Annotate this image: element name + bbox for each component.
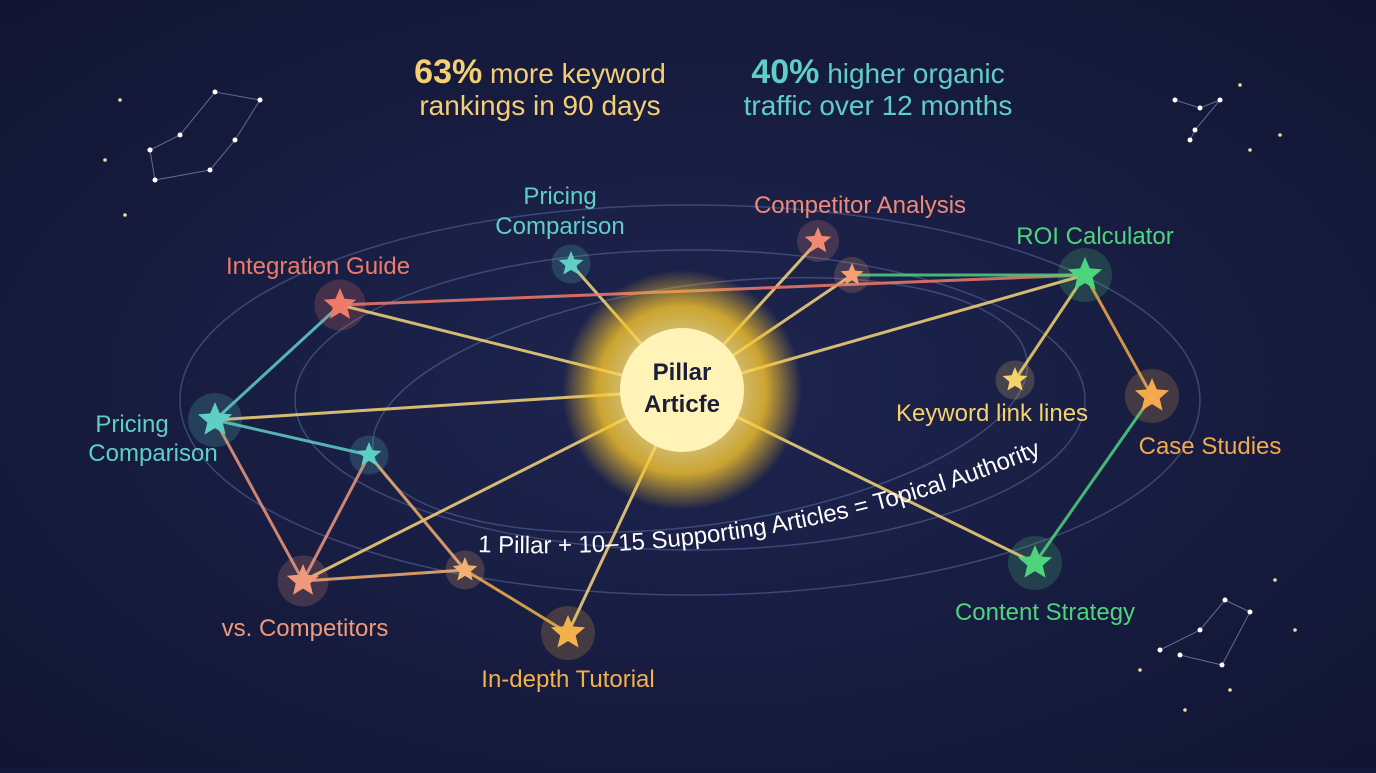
- star-node-content: [1017, 545, 1053, 578]
- link-line-small_teal-small_or: [367, 454, 467, 571]
- link-line-small_or-tutorial: [464, 568, 569, 635]
- star-dot-icon: [1248, 148, 1252, 152]
- star-node-small_teal: [356, 442, 382, 466]
- star-dot-icon: [118, 98, 122, 102]
- star-node-case: [1134, 378, 1170, 411]
- star-node-competitor: [804, 227, 832, 253]
- stat-value: 63%: [414, 53, 483, 91]
- star-node-small_or: [452, 557, 478, 581]
- stat-text-2: rankings in 90 days: [419, 90, 661, 121]
- label-pricing-left-2: Comparison: [88, 440, 217, 467]
- link-line-roi-keyword: [1013, 274, 1087, 381]
- star-dot-icon: [123, 213, 127, 217]
- sparkle-icon: [257, 97, 263, 103]
- pillar-title: Pillar: [653, 359, 712, 386]
- label-content-strategy: Content Strategy: [955, 599, 1135, 626]
- sparkle-icon: [152, 177, 158, 183]
- label-integration-guide: Integration Guide: [226, 253, 410, 280]
- label-pricing-top-2: Comparison: [495, 213, 624, 240]
- star-dot-icon: [1278, 133, 1282, 137]
- constellation-decorations: [103, 83, 1297, 712]
- label-competitor-analysis: Competitor Analysis: [754, 192, 966, 219]
- sparkle-icon: [1157, 647, 1163, 653]
- star-dot-icon: [1273, 578, 1277, 582]
- stat-keyword-rankings: 63% more keyword rankings in 90 days: [390, 53, 690, 122]
- label-vs-competitors: vs. Competitors: [222, 615, 389, 642]
- sparkle-icon: [1217, 97, 1223, 103]
- stat-text: more keyword: [490, 58, 666, 89]
- link-line-pricing_left-vs: [213, 419, 305, 582]
- link-line-pricing_left-small_teal: [214, 418, 370, 457]
- star-dot-icon: [1293, 628, 1297, 632]
- star-node-vs: [286, 564, 320, 595]
- link-line-small_teal-vs: [301, 454, 371, 582]
- label-pricing-top: Pricing: [523, 183, 596, 210]
- sparkle-icon: [1187, 137, 1193, 143]
- link-line-vs-small_or: [302, 568, 466, 583]
- label-keyword-link-lines: Keyword link lines: [896, 400, 1088, 427]
- star-dot-icon: [103, 158, 107, 162]
- constellation-line: [1159, 599, 1251, 666]
- sparkle-icon: [147, 147, 153, 153]
- star-dot-icon: [1238, 83, 1242, 87]
- star-dot-icon: [1228, 688, 1232, 692]
- sparkle-icon: [1177, 652, 1183, 658]
- sparkle-icon: [1192, 127, 1198, 133]
- sparkle-icon: [1222, 597, 1228, 603]
- stat-value: 40%: [751, 53, 820, 91]
- link-line-roi-case: [1083, 274, 1154, 397]
- stat-organic-traffic: 40% higher organic traffic over 12 month…: [728, 53, 1028, 122]
- sparkle-icon: [1247, 609, 1253, 615]
- star-dot-icon: [1138, 668, 1142, 672]
- star-node-pricing_top: [558, 251, 584, 275]
- label-pricing-left: Pricing: [95, 411, 168, 438]
- star-dot-icon: [1183, 708, 1187, 712]
- pillar-sun: Pillar Articfe: [562, 270, 802, 510]
- stat-text-2: traffic over 12 months: [743, 90, 1013, 121]
- star-node-roi: [1067, 257, 1103, 290]
- link-line-case-content: [1033, 395, 1154, 564]
- sparkle-icon: [1197, 105, 1203, 111]
- sparkle-icon: [232, 137, 238, 143]
- sparkle-icon: [1172, 97, 1178, 103]
- label-roi-calculator: ROI Calculator: [1016, 223, 1173, 250]
- star-node-keyword: [1002, 367, 1028, 391]
- pillar-title-line2: Articfe: [644, 391, 720, 418]
- star-node-tutorial: [550, 615, 586, 648]
- sparkle-icon: [177, 132, 183, 138]
- constellation-line: [149, 91, 261, 181]
- star-node-pricing_left: [197, 402, 233, 435]
- star-node-integration: [323, 288, 357, 319]
- sparkle-icon: [207, 167, 213, 173]
- sparkle-icon: [1197, 627, 1203, 633]
- sparkle-icon: [1219, 662, 1225, 668]
- sparkle-icon: [212, 89, 218, 95]
- link-line-integration-pricing_left: [213, 303, 342, 422]
- label-case-studies: Case Studies: [1139, 433, 1282, 460]
- label-in-depth-tutorial: In-depth Tutorial: [481, 666, 654, 693]
- star-node-comp2: [840, 263, 864, 285]
- stat-text: higher organic: [827, 58, 1005, 89]
